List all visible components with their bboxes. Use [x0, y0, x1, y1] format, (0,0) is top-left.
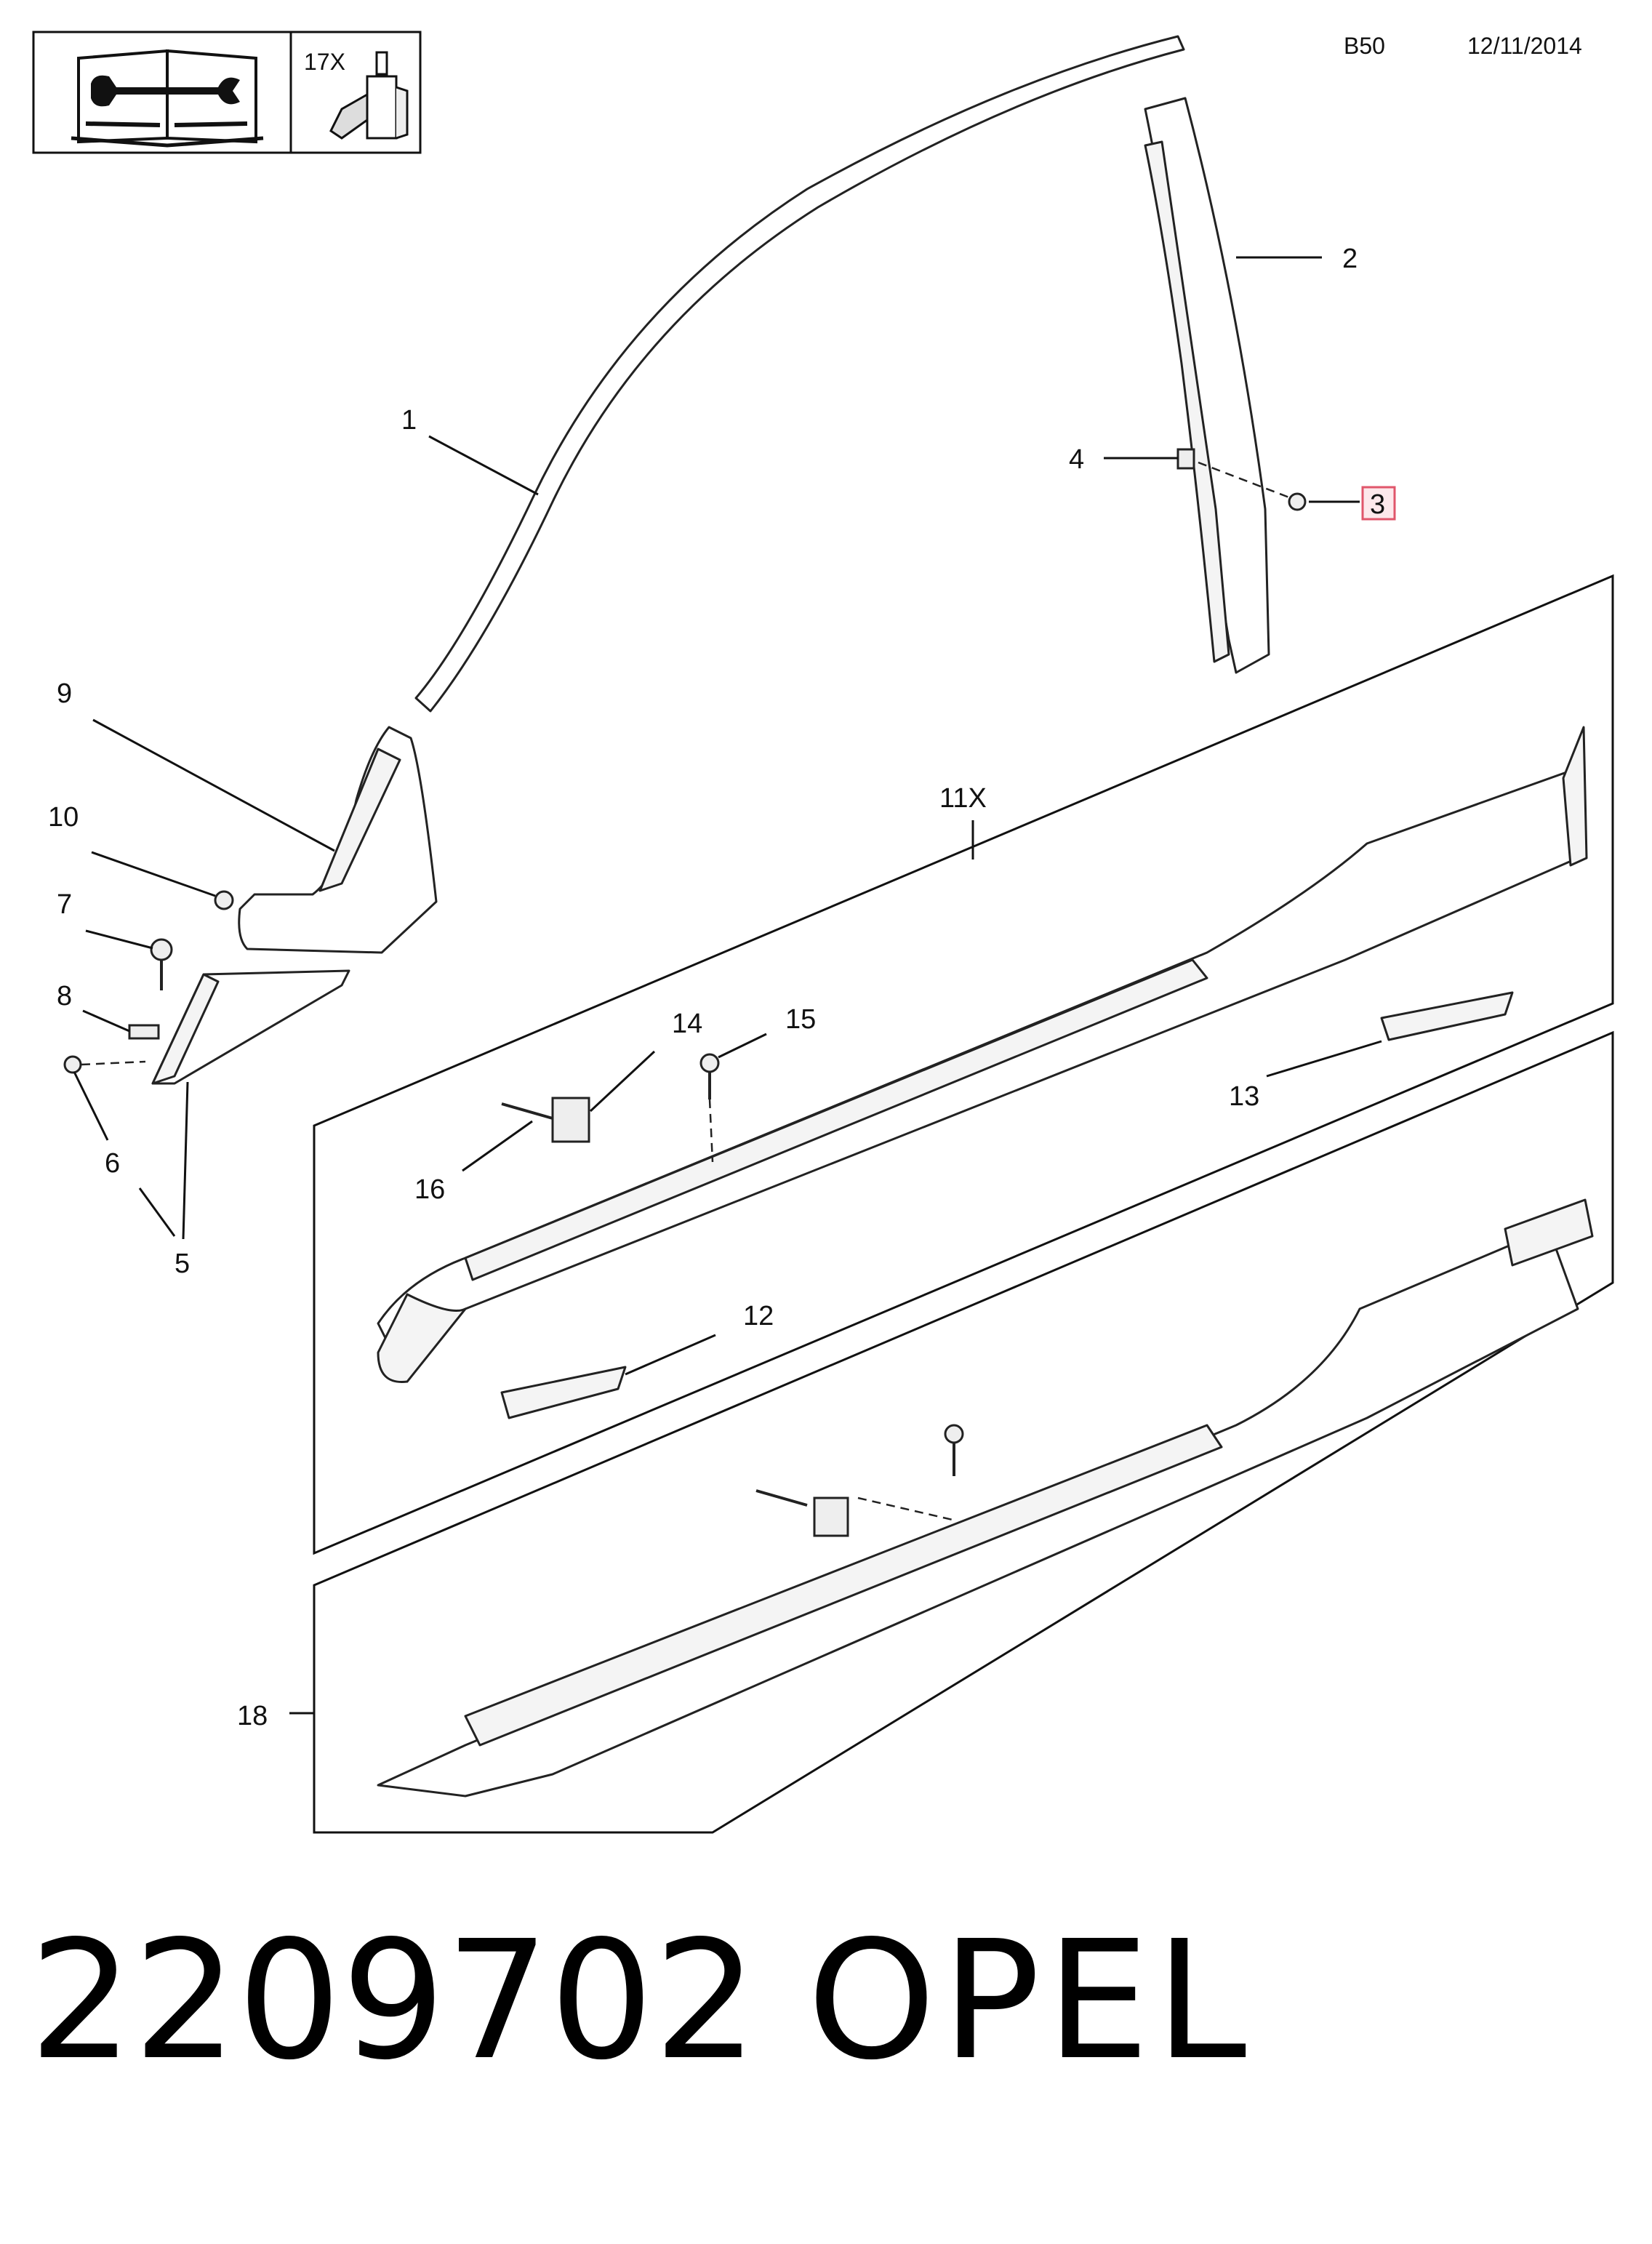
- quantity-label: 17X: [304, 49, 345, 75]
- callout-5: 5: [175, 1249, 190, 1279]
- part-16-screw: [501, 1102, 553, 1120]
- part-3-nut: [1288, 492, 1307, 511]
- callout-14: 14: [672, 1009, 702, 1039]
- callout-10: 10: [48, 802, 79, 833]
- part-6-nut: [63, 1055, 82, 1074]
- brand-name: OPEL: [807, 1906, 1253, 2096]
- part-1-roof-molding: [414, 35, 1185, 713]
- part-15-push-pin: [699, 1053, 720, 1099]
- callout-2: 2: [1342, 244, 1358, 274]
- callout-6: 6: [105, 1148, 120, 1179]
- callout-16: 16: [414, 1174, 445, 1205]
- callout-3-highlight: 3: [1361, 486, 1396, 521]
- part-14-bracket: [551, 1097, 590, 1143]
- callout-7: 7: [57, 889, 72, 920]
- part-9-pillar-lower-trim: [238, 726, 438, 954]
- header-icon-box: 17X: [32, 31, 422, 154]
- callout-9: 9: [57, 678, 72, 709]
- part-12-clip: [500, 1366, 627, 1419]
- callout-8: 8: [57, 981, 72, 1011]
- service-manual-wrench-icon: [71, 49, 264, 148]
- rocker-panel-assembly-frame: [313, 574, 1614, 1555]
- callout-11: 11X: [939, 783, 987, 814]
- part-13-clip: [1380, 991, 1514, 1041]
- diagram-date: 12/11/2014: [1467, 33, 1582, 59]
- part-5-bracket: [151, 969, 350, 1085]
- callout-13: 13: [1229, 1081, 1259, 1112]
- part-4-clip: [1176, 448, 1195, 470]
- part-7-bolt: [150, 938, 173, 990]
- rocker-molding-frame: [313, 1030, 1614, 1834]
- part-number: 2209702: [29, 1906, 758, 2096]
- callout-1: 1: [401, 405, 417, 436]
- callout-4: 4: [1069, 444, 1084, 475]
- leader-lines: [73, 256, 1382, 1715]
- part-2-b-pillar-trim: [1144, 97, 1270, 674]
- molding-clip: [813, 1496, 849, 1537]
- diagram-code: B50: [1344, 33, 1385, 59]
- part-10-grommet: [214, 890, 234, 910]
- callout-3: 3: [1370, 489, 1385, 520]
- part-8-clip: [128, 1024, 160, 1040]
- callout-18: 18: [237, 1701, 268, 1731]
- callout-15: 15: [785, 1004, 816, 1035]
- adhesive-bottle-icon: [329, 51, 409, 140]
- molding-pin: [944, 1424, 964, 1476]
- callout-12: 12: [743, 1301, 774, 1331]
